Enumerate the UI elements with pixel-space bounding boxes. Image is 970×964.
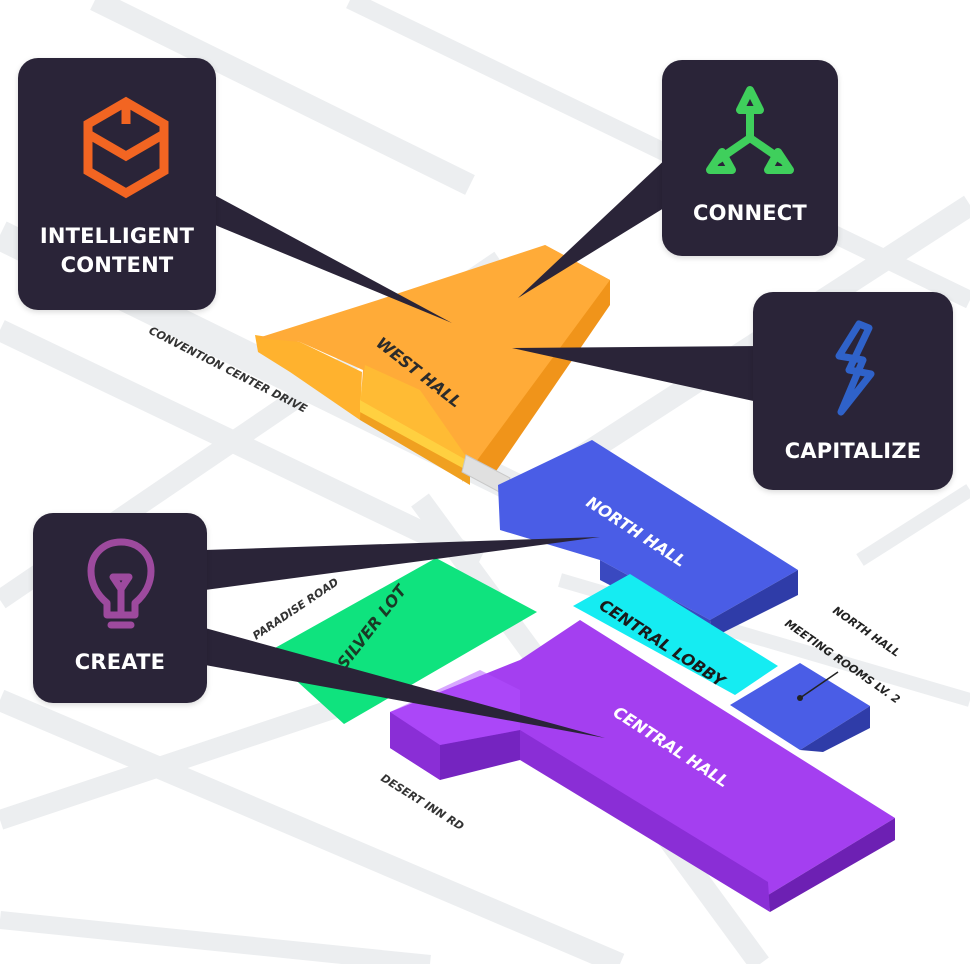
lightbulb-icon bbox=[87, 538, 155, 629]
callout-connect-label: CONNECT bbox=[693, 201, 807, 225]
callout-connect[interactable]: CONNECT bbox=[662, 60, 838, 256]
callout-intelligent-content-line1: INTELLIGENT bbox=[39, 224, 195, 248]
callout-create[interactable]: CREATE bbox=[33, 513, 207, 703]
callout-capitalize[interactable]: CAPITALIZE bbox=[753, 292, 953, 490]
road-label-desert-inn-rd: DESERT INN RD bbox=[378, 772, 466, 834]
hexagon-checkmark-icon bbox=[83, 96, 169, 199]
north-hall-meeting-rooms[interactable] bbox=[730, 663, 870, 752]
callout-pointers bbox=[205, 155, 760, 738]
connected-triangle-icon bbox=[706, 86, 794, 174]
west-hall[interactable] bbox=[255, 245, 610, 485]
lightning-bolt-icon bbox=[835, 320, 875, 416]
meeting-rooms-leader-line bbox=[799, 671, 839, 699]
create-pointer-north bbox=[205, 537, 600, 590]
callout-capitalize-label: CAPITALIZE bbox=[784, 439, 922, 463]
connect-pointer bbox=[518, 155, 685, 298]
create-pointer-central bbox=[205, 628, 605, 738]
meeting-rooms-marker bbox=[797, 695, 803, 701]
meeting-rooms-label-line1: NORTH HALL bbox=[830, 604, 902, 660]
capitalize-pointer bbox=[512, 346, 760, 402]
central-hall[interactable] bbox=[390, 620, 895, 912]
intelligent-content-pointer bbox=[205, 190, 452, 323]
callout-intelligent-content[interactable]: INTELLIGENT CONTENT bbox=[18, 58, 216, 310]
callout-create-label: CREATE bbox=[74, 650, 166, 674]
callout-intelligent-content-line2: CONTENT bbox=[60, 253, 174, 277]
central-lobby[interactable] bbox=[573, 574, 778, 695]
